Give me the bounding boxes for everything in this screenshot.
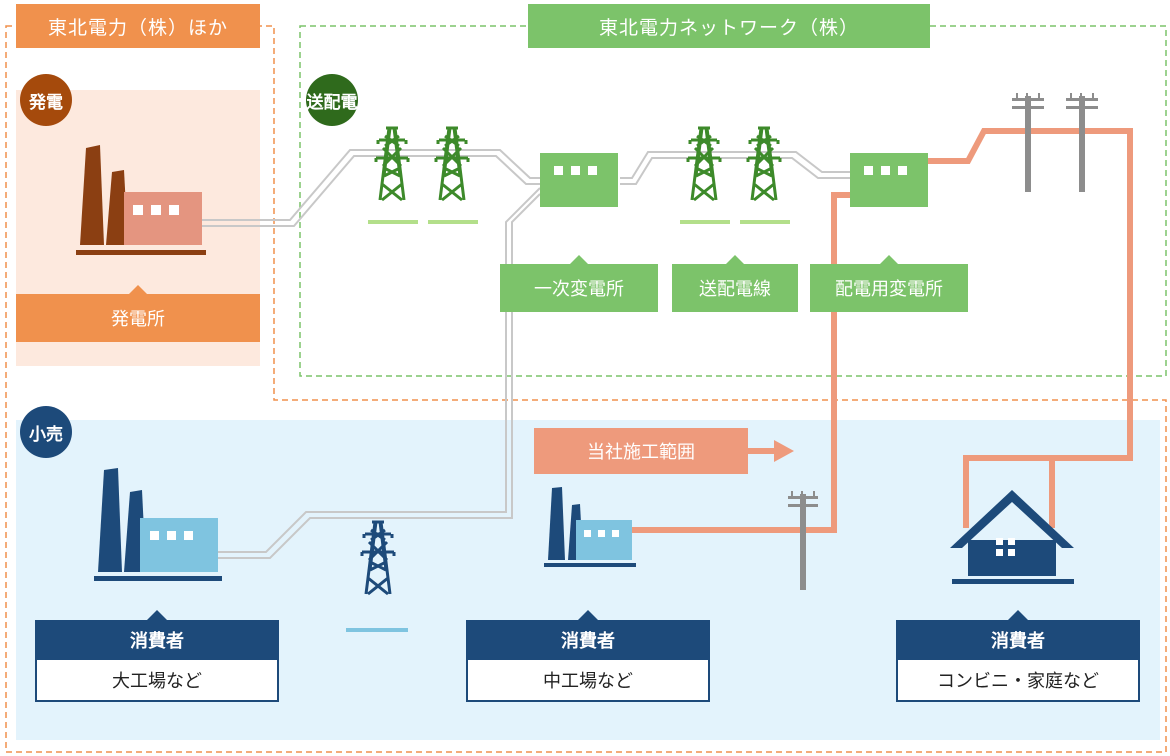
- consumer-title: 消費者: [35, 610, 279, 660]
- consumer-type: 大工場など: [35, 660, 279, 702]
- pylon-icon-4: [746, 126, 782, 202]
- consumer-medium-factory: 消費者 中工場など: [466, 610, 710, 702]
- consumer-large-factory: 消費者 大工場など: [35, 610, 279, 702]
- scope-label: 当社施工範囲: [534, 428, 748, 474]
- medium-factory-icon: [544, 487, 636, 567]
- utility-pole-icon-2: [1066, 93, 1098, 192]
- consumer-title: 消費者: [466, 610, 710, 660]
- section-generation: 発電: [20, 74, 72, 126]
- consumer-convenience-home: 消費者 コンビニ・家庭など: [896, 610, 1140, 702]
- pylon-icon-2: [434, 126, 470, 202]
- house-icon: [950, 490, 1074, 584]
- power-plant-icon: [76, 145, 206, 255]
- utility-pole-icon-1: [1012, 93, 1044, 192]
- substation-icon-primary: [540, 153, 618, 207]
- distribution-lines: [632, 128, 1133, 533]
- primary-substation-label: 一次変電所: [500, 255, 658, 312]
- transmission-lines: [200, 149, 850, 559]
- large-factory-icon: [94, 468, 222, 581]
- consumer-type: 中工場など: [466, 660, 710, 702]
- arrow-right-icon: [748, 440, 794, 462]
- network-company-border: [299, 25, 1167, 377]
- consumer-title: 消費者: [896, 610, 1140, 660]
- section-transmission: 送配電: [306, 74, 358, 126]
- consumer-type: コンビニ・家庭など: [896, 660, 1140, 702]
- generation-company-border: [5, 25, 1167, 753]
- pylon-icon-1: [374, 126, 410, 202]
- substation-icon-distribution: [850, 153, 928, 207]
- generation-company-label: 東北電力（株）ほか: [16, 4, 260, 48]
- transmission-lines-label: 送配電線: [672, 255, 798, 312]
- distribution-substation-label: 配電用変電所: [810, 255, 968, 312]
- section-retail: 小売: [20, 406, 72, 458]
- pylon-icon-3: [686, 126, 722, 202]
- power-plant-label: 発電所: [16, 285, 260, 342]
- pylon-icon-retail: [360, 520, 396, 596]
- network-company-label: 東北電力ネットワーク（株）: [528, 4, 930, 48]
- utility-pole-icon-3: [788, 491, 818, 590]
